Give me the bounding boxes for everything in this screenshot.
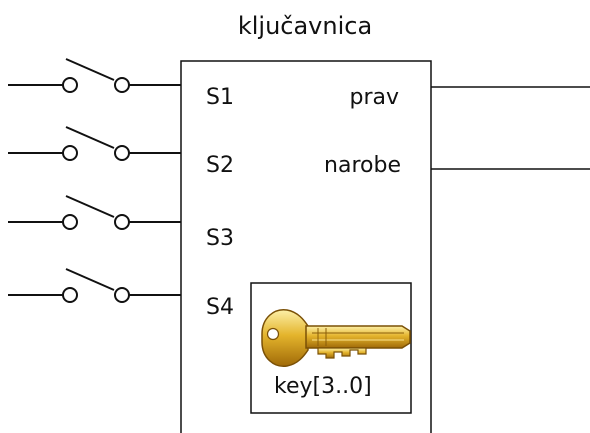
input-label-s3: S3 [206, 226, 234, 251]
diagram-title: ključavnica [238, 12, 372, 40]
input-label-s4: S4 [206, 295, 234, 320]
lock-block [180, 60, 432, 433]
switch-icon[interactable] [8, 268, 181, 303]
input-label-s2: S2 [206, 153, 234, 178]
output-label-prav: prav [349, 85, 399, 110]
switch-icon[interactable] [8, 126, 181, 161]
key-icon [261, 309, 411, 367]
key-label: key[3..0] [274, 374, 372, 399]
switch-icon[interactable] [8, 58, 181, 93]
output-label-narobe: narobe [324, 153, 401, 178]
switch-icon[interactable] [8, 195, 181, 230]
input-label-s1: S1 [206, 85, 234, 110]
